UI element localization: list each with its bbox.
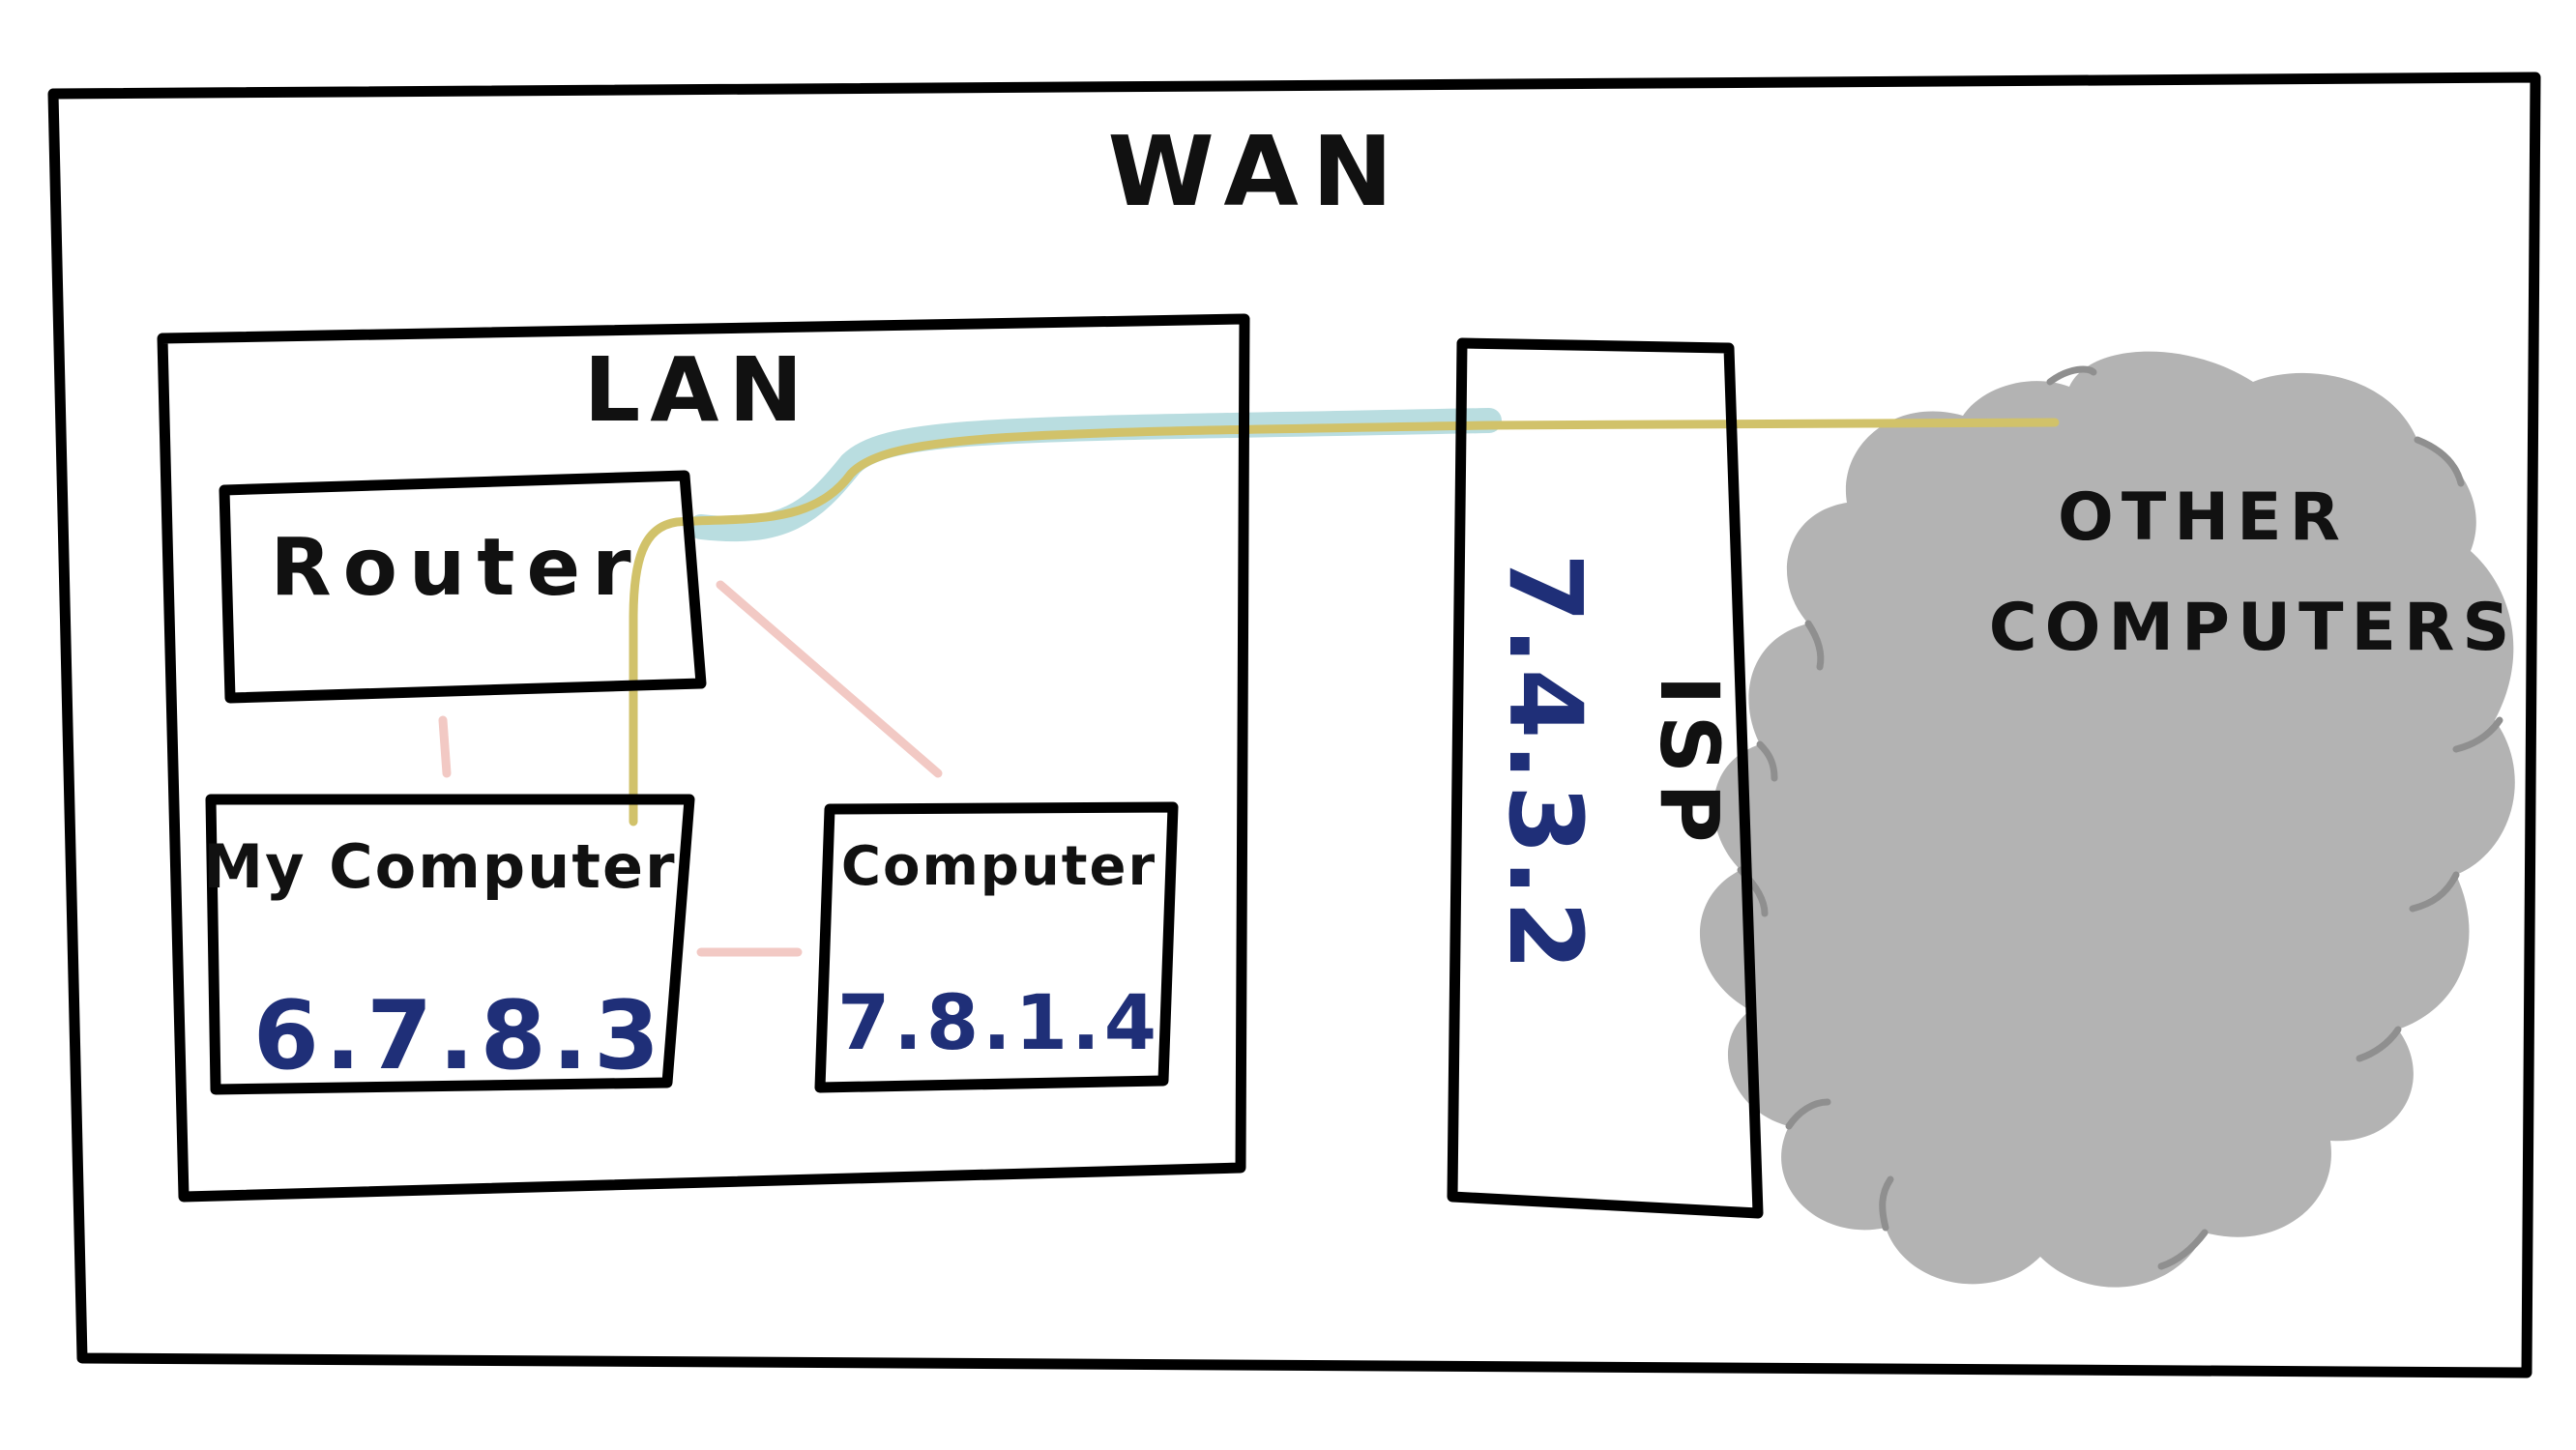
link-router-computer — [716, 580, 943, 778]
link-router-to-internet — [629, 418, 2060, 826]
computer-label: Computer — [841, 835, 1156, 898]
lan-frame — [157, 313, 1250, 1203]
wan-frame — [47, 72, 2541, 1378]
my-computer-label: My Computer — [203, 831, 676, 902]
isp-label: ISP — [1642, 675, 1737, 852]
isp-ip: 7.4.3.2 — [1486, 553, 1604, 974]
cloud-label-line1: OTHER — [2058, 479, 2348, 556]
router-box — [219, 470, 707, 704]
lan-label: LAN — [584, 338, 813, 442]
highlight-link-router-isp — [688, 408, 1502, 542]
link-router-my-computer — [438, 715, 452, 778]
cloud-label-line2: COMPUTERS — [1989, 590, 2518, 666]
wan-label: WAN — [1108, 115, 1407, 228]
isp-box — [1447, 337, 1764, 1219]
computer-box — [814, 801, 1179, 1093]
router-label: Router — [270, 522, 642, 614]
internet-cloud — [1699, 351, 2515, 1288]
my-computer-ip: 6.7.8.3 — [253, 981, 665, 1091]
my-computer-box — [205, 794, 695, 1095]
computer-ip: 7.8.1.4 — [837, 980, 1160, 1067]
